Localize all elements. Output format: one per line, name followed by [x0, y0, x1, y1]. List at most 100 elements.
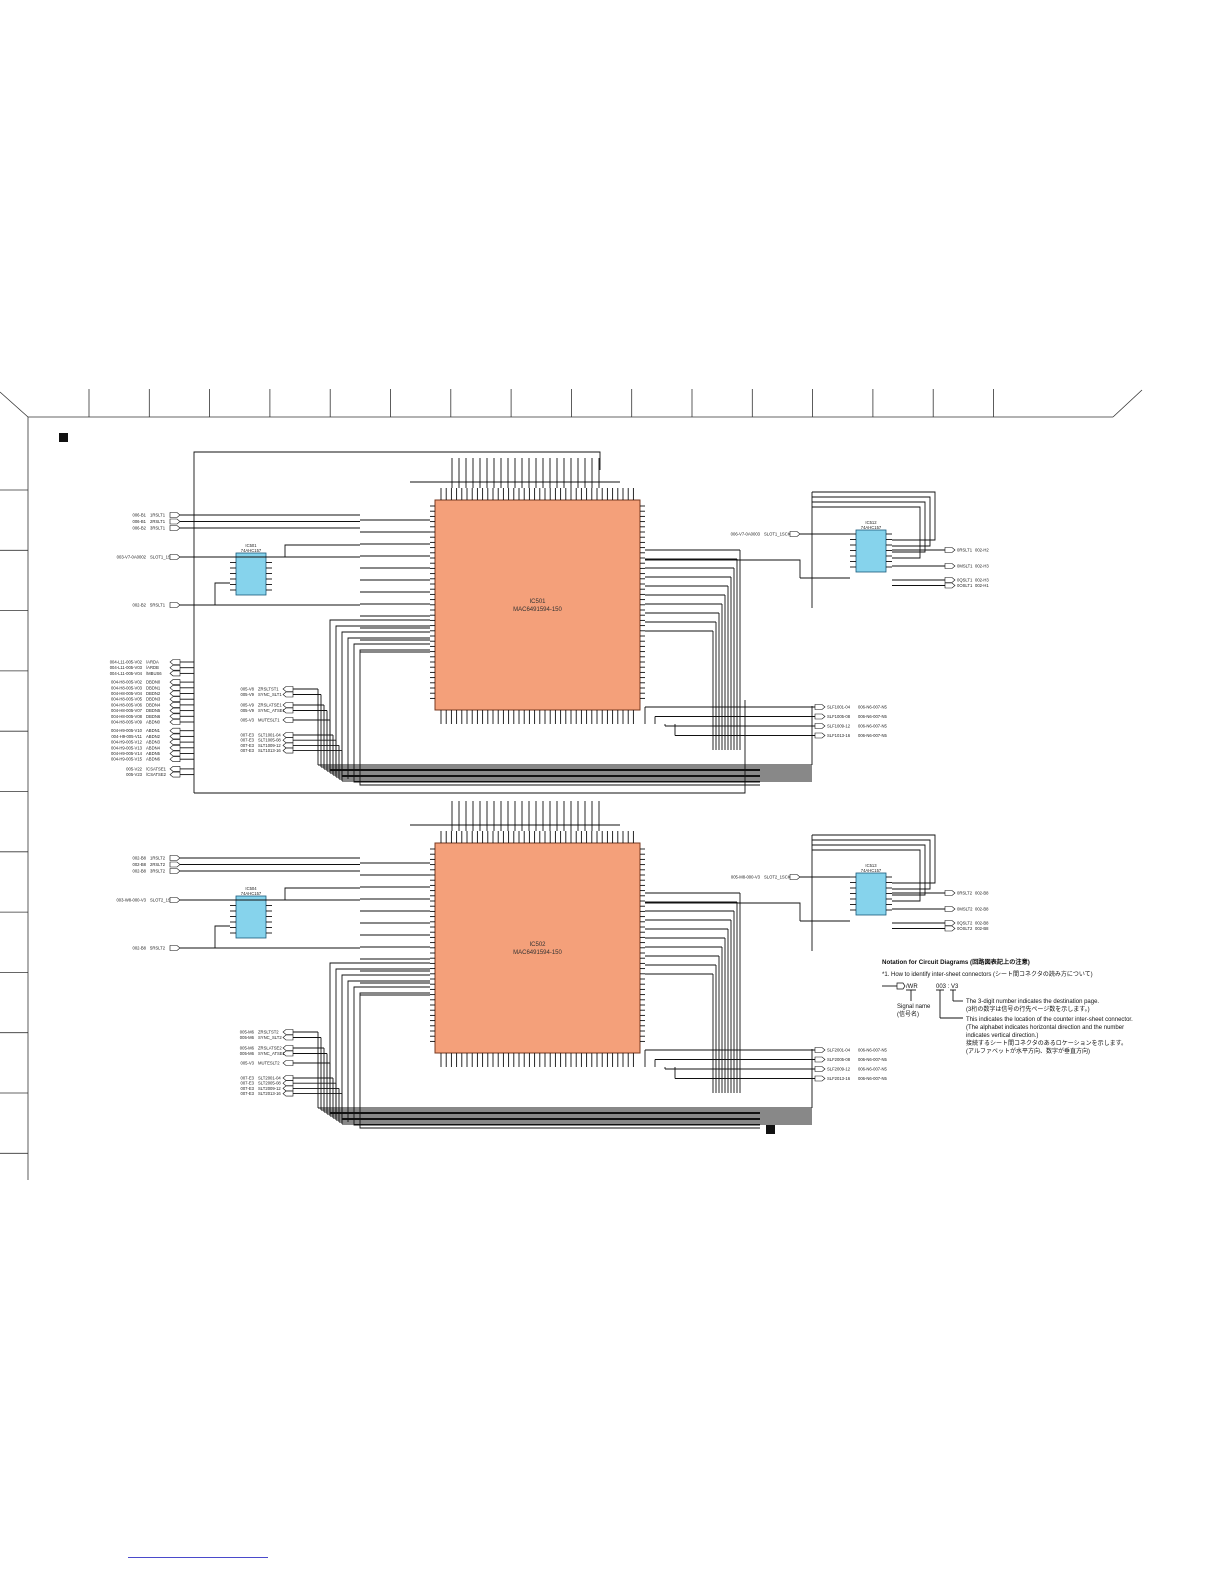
left-buffer-part: 74AHC157: [241, 548, 262, 553]
bus-dest: 004-H9-005-V12: [111, 740, 143, 745]
right-bundle-wire: [812, 496, 931, 547]
signal-name-label-jp: (信号名): [897, 1010, 919, 1018]
connector-dest: 007-E3: [240, 738, 254, 743]
inter-sheet-connector-icon: [169, 525, 181, 531]
connector-signal: MUTESLT1: [258, 718, 280, 723]
inter-sheet-connector-icon: [789, 531, 801, 537]
connector-signal: 0QSLT1: [957, 578, 973, 583]
example-signal: /WR: [906, 984, 918, 990]
connector-signal: ZRSLATSE2: [258, 1046, 282, 1051]
connector-dest: 006-B2: [132, 526, 146, 531]
connector-signal: 0MSLT2: [957, 907, 973, 912]
right-buffer-part: 74AHC157: [861, 525, 882, 530]
location-note-en-2: (The alphabet indicates horizontal direc…: [966, 1025, 1124, 1031]
inter-sheet-connector-icon: [282, 1085, 294, 1092]
inter-sheet-connector-icon: [944, 890, 956, 896]
connector-signal: SLF1001-04: [827, 705, 851, 710]
connector-dest: 005-M6: [240, 1035, 255, 1040]
connector-dest: 006-N6-007-N5: [858, 1076, 888, 1081]
bus-signal: /MBUS6: [146, 671, 162, 676]
connector-signal: SLT2013-16: [258, 1091, 281, 1096]
inter-sheet-connector-icon: [944, 577, 956, 583]
connector-dest: 002-H3: [975, 564, 989, 569]
connector-dest: 002-B8: [975, 926, 989, 931]
right-buffer-ref: IC512: [865, 520, 877, 525]
signal-name-label: Signal name: [897, 1004, 931, 1010]
dest-note-jp: (3桁の数字は信号の行先ページ数を示します。): [966, 1005, 1090, 1013]
circuit-blocks: IC501MAC6491594-150IC50174AHC157IC51274A…: [110, 451, 989, 1129]
loop-wire: [329, 962, 760, 1114]
bus-signal: ABDN2: [146, 734, 161, 739]
connector-signal: SYNC_ATSE2: [258, 1051, 286, 1056]
connector-dest: 006-N6-007-N5: [858, 705, 888, 710]
connector-signal: 5RSLT2: [150, 946, 166, 951]
inter-sheet-connector-icon: [944, 920, 956, 926]
bus-dest: 004-H8-005-V06: [111, 702, 143, 707]
connector-signal: ZRSLTST1: [258, 687, 279, 692]
connector-signal: SLF2013-16: [827, 1076, 851, 1081]
inter-sheet-connector-icon: [282, 742, 294, 749]
fpga-ref-label: IC502: [529, 942, 546, 948]
bus-dest: 004-H8-005-V07: [111, 708, 143, 713]
connector-dest: 002-B8: [975, 907, 989, 912]
buffer-link-wire: [272, 887, 360, 901]
bus-signal: /ARDB: [146, 665, 159, 670]
inter-sheet-connector-icon: [169, 719, 181, 725]
connector-signal: SYNC_SLT1: [258, 692, 282, 697]
inter-sheet-connector-icon: [944, 925, 956, 932]
fpga-body: [434, 842, 641, 1054]
connector-dest: 006-N6-007-N5: [858, 714, 888, 719]
bus-signal: ABDN6: [146, 757, 161, 762]
inter-sheet-connector-icon: [169, 602, 181, 608]
connector-signal: 0OSLT1: [957, 583, 973, 588]
bus-dest: 004-H9-005-V10: [111, 728, 143, 733]
inter-sheet-connector-icon: [282, 1060, 294, 1066]
inter-sheet-connector-icon: [169, 702, 181, 708]
fpga-part-label: MAC6491594-150: [513, 950, 562, 956]
notation-item-1: *1. How to identify inter-sheet connecto…: [882, 970, 1093, 978]
bus-signal: DBDN4: [146, 702, 161, 707]
inter-sheet-connector-icon: [169, 518, 181, 525]
connector-signal: 2RSLT2: [150, 862, 166, 867]
connector-dest: 002-H3: [975, 578, 989, 583]
inter-sheet-connector-icon: [282, 1090, 294, 1097]
connector-signal: SLT1005-08: [258, 738, 281, 743]
inter-sheet-connector-icon: [169, 756, 181, 763]
inter-sheet-connector-icon: [282, 707, 294, 714]
inter-sheet-connector-icon: [282, 691, 294, 698]
sheet-frame: [0, 389, 1143, 1180]
inter-sheet-connector-icon: [169, 707, 181, 714]
connector-dest: 006-V7-0A0003: [731, 532, 761, 537]
connector-signal: SLOT2_1SCK: [150, 898, 177, 903]
connector-signal: SYNC_SLT2: [258, 1035, 282, 1040]
location-note-jp-2: (アルファベットが水平方向、数字が垂直方向): [966, 1047, 1090, 1055]
connector-dest: 003-V7-0A0002: [117, 555, 147, 560]
footer-link-underline[interactable]: [128, 1557, 268, 1558]
buffer-link-wire: [272, 544, 360, 558]
bus-dest: 004-H8-005-V02: [111, 680, 143, 685]
notation-title: Notation for Circuit Diagrams (回路図表記上の注意…: [882, 958, 1030, 966]
connector-signal: SLOT2_1SCK: [764, 875, 791, 880]
connector-signal: 1RSLT2: [150, 856, 166, 861]
connector-dest: 003-W8-000-V3: [116, 898, 146, 903]
inter-sheet-connector-icon: [169, 750, 181, 757]
right-buffer-ic: [855, 872, 887, 916]
inter-sheet-connector-icon: [814, 732, 826, 739]
inter-sheet-connector-icon: [282, 747, 294, 754]
connector-dest: 002-B8: [975, 921, 989, 926]
connector-dest: 005-V3: [240, 1061, 254, 1066]
connector-dest: 005-V9: [240, 692, 254, 697]
connector-dest: 007-E3: [240, 748, 254, 753]
inter-sheet-connector-icon: [282, 1034, 294, 1041]
inter-sheet-connector-icon: [282, 1050, 294, 1057]
left-buffer-ref: IC504: [245, 886, 257, 891]
inter-sheet-connector-icon: [169, 696, 181, 703]
connector-dest: 006-N6-007-N5: [858, 1048, 888, 1053]
inter-sheet-connector-icon: [169, 868, 181, 874]
connector-signal: 3RSLT2: [150, 869, 166, 874]
loop-wire: [353, 986, 760, 1126]
connector-dest: 005-V9: [240, 708, 254, 713]
inter-sheet-connector-icon: [814, 713, 826, 720]
bus-dest: 004-H8-005-V08: [111, 714, 143, 719]
inter-sheet-connector-icon: [282, 732, 294, 738]
